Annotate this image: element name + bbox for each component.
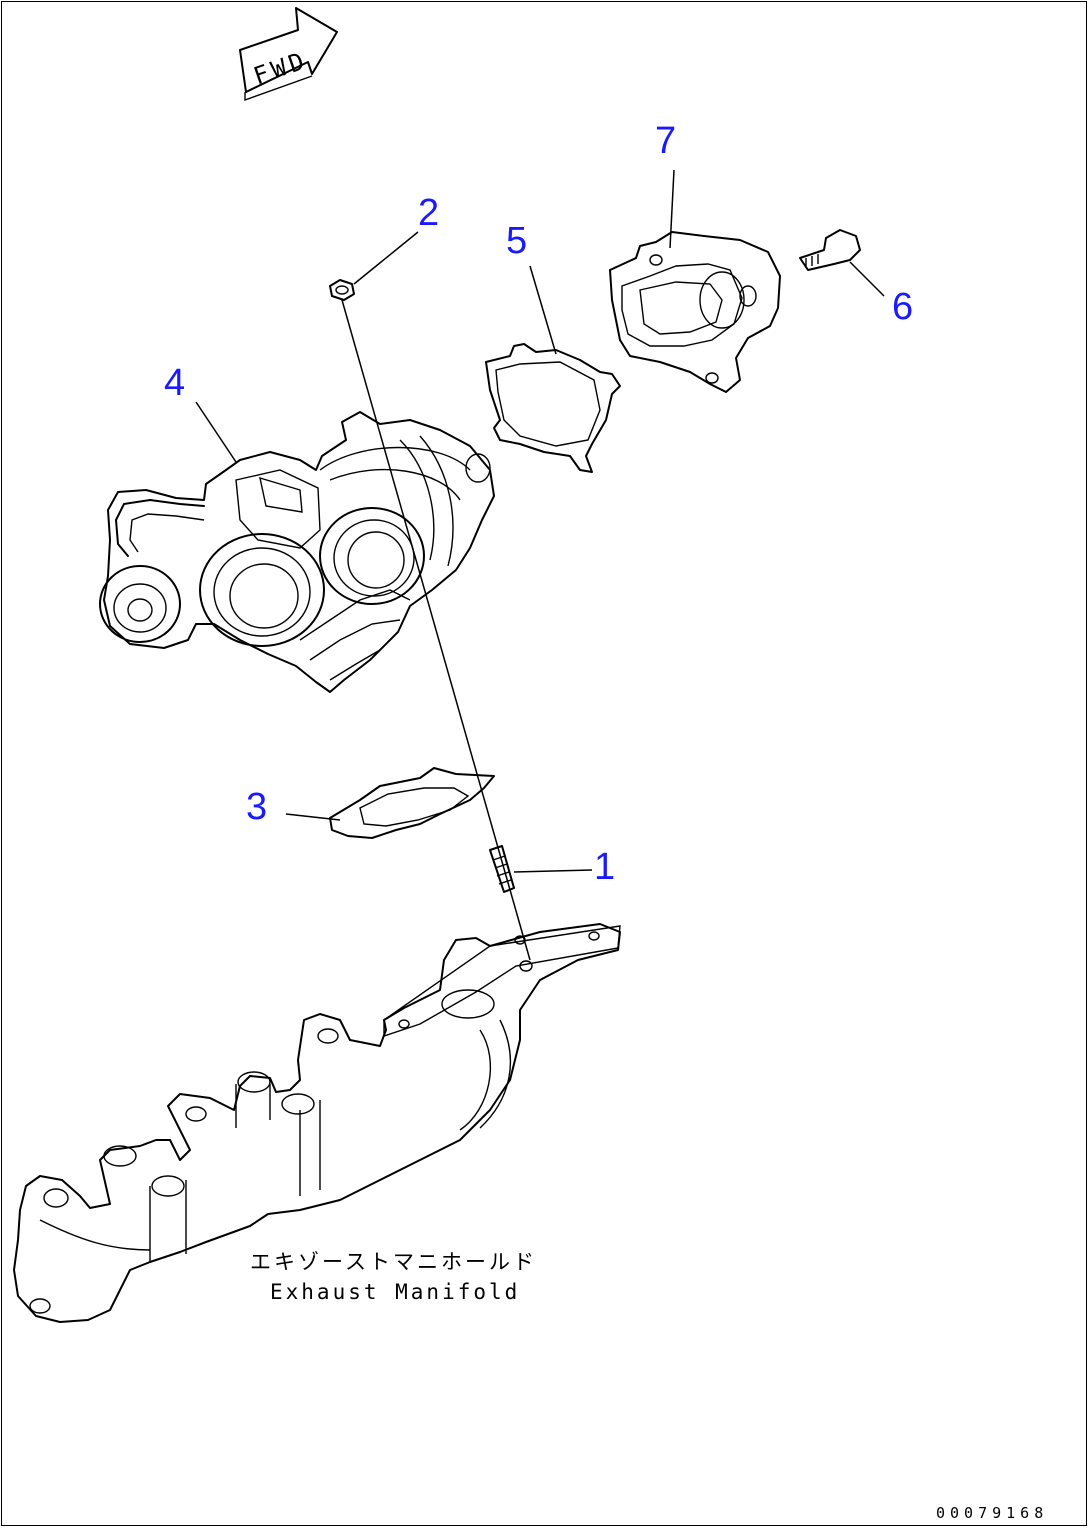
turbocharger-part	[99, 411, 495, 693]
turbo-outlet-gasket	[485, 343, 621, 473]
callout-4: 4	[164, 362, 186, 404]
callout-2: 2	[418, 192, 440, 234]
drawing-number: 00079168	[936, 1504, 1049, 1522]
caption-japanese: エキゾーストマニホールド	[250, 1250, 537, 1274]
manifold-gasket	[329, 767, 495, 839]
callout-6: 6	[892, 286, 914, 328]
bolt-part	[799, 229, 861, 271]
nut-part	[329, 279, 355, 301]
outlet-elbow-part	[609, 231, 781, 393]
stud-part	[489, 845, 515, 893]
callout-5: 5	[506, 220, 528, 262]
callout-7: 7	[655, 120, 677, 162]
callout-3: 3	[246, 786, 268, 828]
exhaust-manifold-part	[13, 923, 621, 1323]
caption-english: Exhaust Manifold	[270, 1280, 521, 1304]
leader-lines	[195, 169, 885, 961]
fwd-arrow-icon	[239, 7, 338, 101]
callout-1: 1	[594, 846, 616, 888]
